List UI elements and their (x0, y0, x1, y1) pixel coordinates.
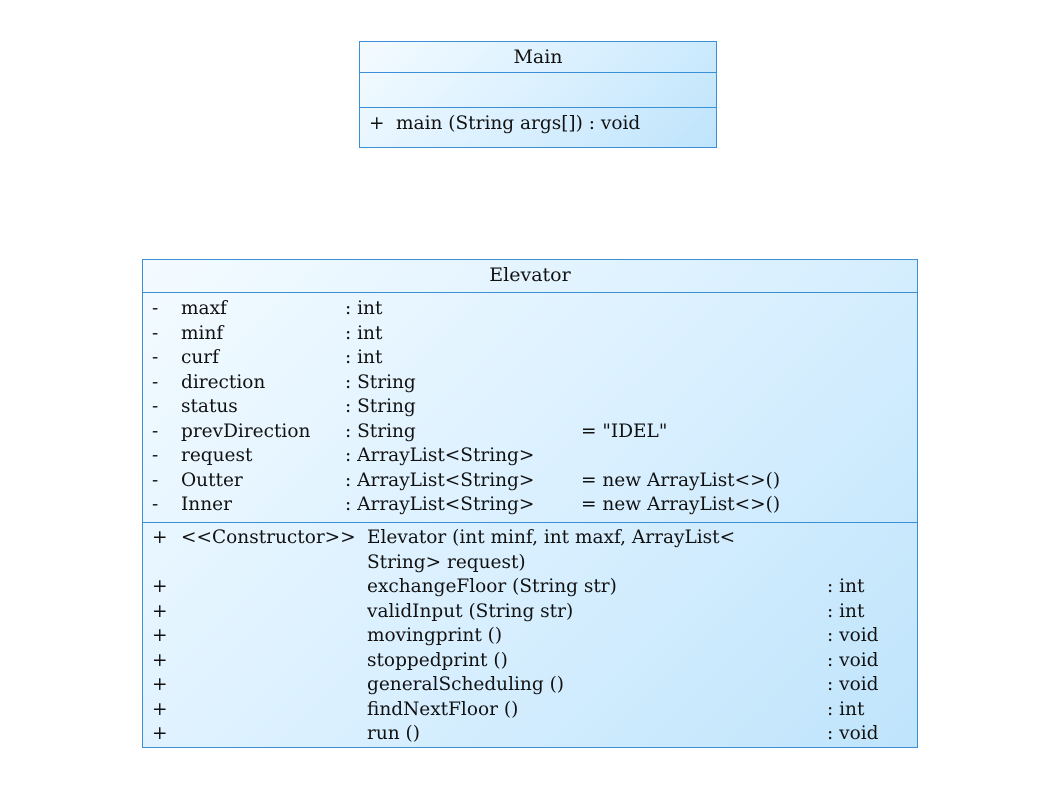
method-stereotype (181, 575, 367, 600)
attribute-name: prevDirection (181, 420, 311, 442)
attribute-type: : String (345, 396, 416, 417)
method-signature: exchangeFloor (String str) (367, 576, 617, 597)
method-row: + findNextFloor () : int (143, 698, 917, 723)
method-row: + run () : void (143, 722, 917, 747)
attribute-row: - Inner : ArrayList<String> = new ArrayList… (143, 493, 917, 518)
attribute-row: -prevDirection : String = "IDEL" (143, 420, 917, 445)
class-elevator[interactable]: Elevator -maxf: int-minf: int-curf: int-… (142, 259, 918, 748)
attribute-type: : ArrayList<String> (345, 445, 535, 466)
attribute-row: - status : String (143, 395, 917, 420)
method-stereotype (181, 698, 367, 723)
attribute-row: -direction : String (143, 371, 917, 396)
method-signature: run () (367, 723, 420, 744)
visibility-marker: + (152, 698, 168, 720)
attribute-name: request (181, 445, 253, 466)
attribute-type: : ArrayList<String> (345, 494, 535, 515)
visibility-marker: - (152, 420, 159, 442)
visibility-marker: + (152, 576, 168, 597)
method-return-type: : void (827, 674, 879, 695)
method-signature: movingprint () (367, 625, 503, 646)
method-signature: generalScheduling () (367, 674, 565, 695)
visibility-marker: - (152, 322, 159, 344)
attribute-name: Inner (181, 494, 232, 515)
method-signature: stoppedprint () (367, 649, 508, 671)
method-row: + generalScheduling () : void (143, 673, 917, 698)
method-row: + movingprint () : void (143, 624, 917, 649)
attribute-default: = new ArrayList<>() (581, 494, 781, 515)
method-stereotype (181, 600, 367, 625)
visibility-marker: + (152, 625, 168, 646)
visibility-marker: - (152, 494, 159, 515)
method-stereotype (181, 673, 367, 698)
visibility-marker: + (152, 674, 168, 695)
method-row: + <<Constructor>> Elevator (int minf, int … (143, 526, 917, 575)
visibility-marker: - (152, 469, 159, 491)
visibility-marker: + (152, 723, 168, 744)
attribute-name: status (181, 396, 238, 417)
method-return-type: : int (827, 698, 865, 720)
visibility-marker: + (152, 527, 168, 548)
method-row: + validInput (String str) : int (143, 600, 917, 625)
visibility-marker: + (152, 600, 168, 622)
class-main[interactable]: Main + main (String args[]) : void (359, 41, 717, 148)
attribute-name: maxf (181, 298, 227, 319)
visibility-marker: - (152, 371, 159, 393)
attribute-name: direction (181, 371, 266, 393)
class-elevator-methods: + <<Constructor>> Elevator (int minf, int … (143, 522, 917, 747)
class-elevator-name: Elevator (143, 260, 917, 293)
class-main-methods: + main (String args[]) : void (360, 107, 716, 137)
method-stereotype (181, 624, 367, 649)
attribute-name: Outter (181, 469, 243, 491)
attribute-row: -Outter : ArrayList<String> = new ArrayLis… (143, 469, 917, 494)
attribute-row: - maxf : int (143, 297, 917, 322)
method-row: + main (String args[]) : void (360, 108, 716, 137)
method-return-type: : void (827, 625, 879, 646)
method-row: + stoppedprint () : void (143, 649, 917, 674)
method-return-type: : int (827, 600, 865, 622)
visibility-marker: + (369, 113, 385, 134)
method-return-type: : int (827, 576, 865, 597)
attribute-type: : String (345, 420, 416, 442)
visibility-marker: + (152, 649, 168, 671)
attribute-row: - request : ArrayList<String> (143, 444, 917, 469)
method-return-type: : void (588, 113, 641, 134)
class-main-name: Main (360, 42, 716, 73)
method-signature: main (String args[]) (396, 113, 583, 134)
attribute-type: : int (345, 347, 383, 368)
attribute-default: = "IDEL" (581, 420, 668, 442)
method-signature: findNextFloor () (367, 698, 519, 720)
method-signature: Elevator (int minf, int maxf, ArrayList<… (367, 527, 736, 573)
attribute-row: -minf : int (143, 322, 917, 347)
attribute-name: minf (181, 322, 224, 344)
attribute-default: = new ArrayList<>() (581, 469, 781, 491)
attribute-type: : ArrayList<String> (345, 469, 535, 491)
attribute-type: : int (345, 322, 383, 344)
class-main-attributes (360, 73, 716, 107)
attribute-name: curf (181, 347, 219, 368)
attribute-type: : String (345, 371, 416, 393)
method-return-type: : void (827, 723, 879, 744)
method-stereotype (181, 649, 367, 674)
visibility-marker: - (152, 396, 159, 417)
method-signature: validInput (String str) (367, 600, 574, 622)
attribute-type: : int (345, 298, 383, 319)
visibility-marker: - (152, 298, 159, 319)
method-row: + exchangeFloor (String str) : int (143, 575, 917, 600)
method-return-type: : void (827, 649, 879, 671)
class-elevator-attributes: -maxf: int-minf: int-curf: int-direction… (143, 293, 917, 522)
visibility-marker: - (152, 347, 159, 368)
visibility-marker: - (152, 445, 159, 466)
attribute-row: - curf : int (143, 346, 917, 371)
method-stereotype (181, 722, 367, 747)
method-stereotype: <<Constructor>> (181, 527, 356, 548)
